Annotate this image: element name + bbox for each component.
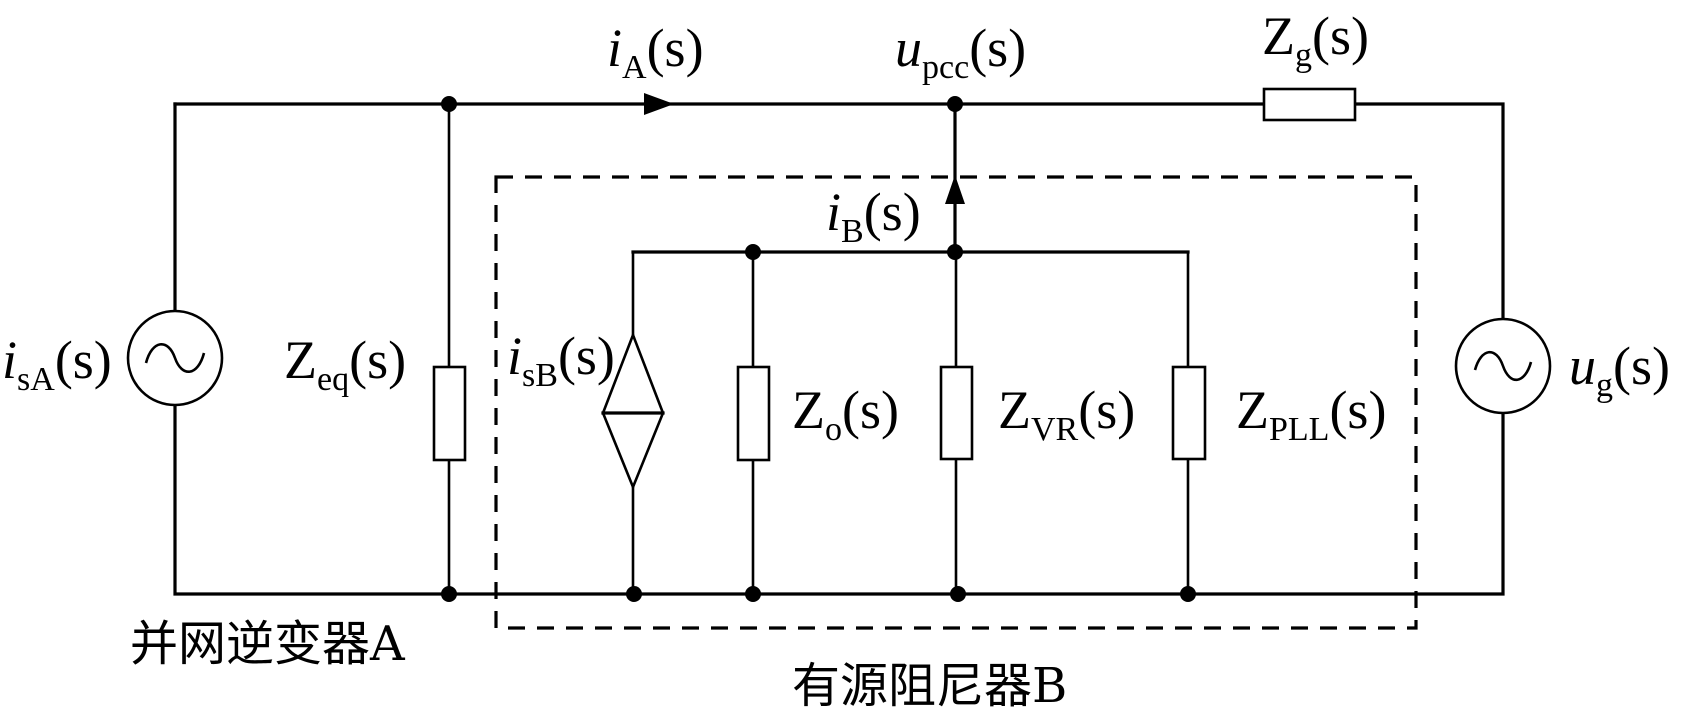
current-arrow-ia-icon (644, 93, 674, 115)
label-zvr: ZVR(s) (998, 380, 1135, 448)
label-ug: ug(s) (1569, 336, 1670, 404)
diamond-source-icon (601, 331, 665, 491)
ac-source-icon (126, 309, 224, 407)
zvr-impedance (939, 365, 974, 461)
damper-b-boundary (494, 175, 1418, 630)
top-wire-right (1353, 102, 1505, 320)
label-zpll: ZPLL(s) (1236, 380, 1386, 448)
junction-dot (626, 586, 642, 602)
caption-inverter-a: 并网逆变器A (130, 616, 406, 672)
main-wires (173, 102, 1505, 596)
junction-dot (745, 244, 761, 260)
junction-dot (947, 244, 963, 260)
junction-dot-pcc (947, 96, 963, 112)
ac-source-icon (1454, 317, 1552, 415)
zeq-impedance (432, 365, 467, 462)
junction-dot (441, 586, 457, 602)
junction-dot (950, 586, 966, 602)
label-zeq: Zeq(s) (284, 330, 406, 398)
right-wire-lower (173, 404, 1505, 596)
label-upcc: upcc(s) (895, 18, 1026, 86)
current-arrow-ib-icon (945, 175, 965, 204)
zpll-impedance (1171, 365, 1207, 461)
zg-impedance (1262, 87, 1357, 122)
label-zg: Zg(s) (1262, 6, 1369, 74)
label-zo: Zo(s) (792, 380, 899, 448)
label-isa: isA(s) (2, 330, 112, 398)
junction-dot (1180, 586, 1196, 602)
junction-dot (441, 96, 457, 112)
label-isb: isB(s) (507, 326, 615, 394)
label-ib: iB(s) (826, 182, 921, 250)
label-ia: iA(s) (607, 18, 704, 86)
junctions (441, 96, 1196, 602)
caption-damper-b: 有源阻尼器B (792, 658, 1067, 714)
junction-dot (745, 586, 761, 602)
zo-impedance (736, 365, 771, 462)
